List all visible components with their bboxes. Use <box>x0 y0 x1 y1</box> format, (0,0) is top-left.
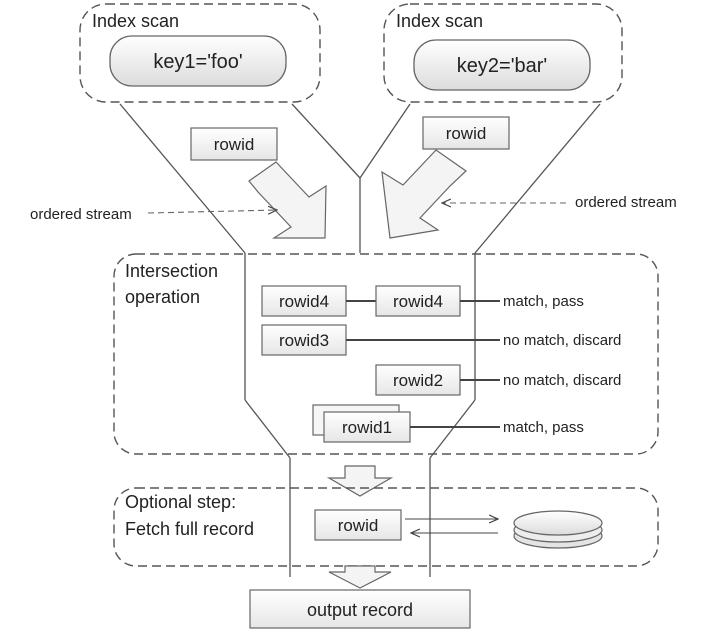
stream-left: rowid ordered stream <box>30 127 327 239</box>
stream-right-rowid-box <box>422 116 510 150</box>
fetch-rowid-box <box>314 509 402 541</box>
key2-pill <box>413 39 591 91</box>
row3-result: no match, discard <box>503 372 621 389</box>
down-arrow-to-fetch <box>326 465 394 497</box>
intersection-operation: Intersection operation rowid4 rowid4 mat… <box>113 253 659 455</box>
key1-label: key1='foo' <box>153 51 242 73</box>
funnel-middle-right <box>359 103 411 179</box>
funnel-right-outer <box>474 103 601 254</box>
intersection-row-4: rowid1 match, pass <box>312 404 584 443</box>
key2-label: key2='bar' <box>457 55 547 77</box>
stream-right-rowid-label: rowid <box>446 124 487 143</box>
fetch-title-line1: Optional step: <box>125 492 236 512</box>
output-record-label: output record <box>307 600 413 620</box>
database-icon <box>513 510 603 549</box>
intersection-title-line2: operation <box>125 287 200 307</box>
output-record-box <box>249 589 471 629</box>
row4-result: match, pass <box>503 419 584 436</box>
down-arrow-to-output <box>328 565 392 589</box>
fetch-frame <box>113 487 659 567</box>
stream-left-rowid-box <box>190 127 278 161</box>
row1-left-label: rowid4 <box>279 292 329 311</box>
stream-right-arrow <box>381 149 467 239</box>
intersection-row-1: rowid4 rowid4 match, pass <box>261 285 584 317</box>
stream-left-label: ordered stream <box>30 206 132 223</box>
key1-pill <box>109 35 287 87</box>
funnel-right-lower <box>429 399 476 459</box>
funnel-left-outer <box>119 103 246 254</box>
intersection-frame <box>113 253 659 455</box>
funnel-middle-left <box>291 103 361 179</box>
stream-right: rowid ordered stream <box>381 116 677 239</box>
stream-left-arrow <box>248 161 327 239</box>
fetch-step: Optional step: Fetch full record rowid <box>113 487 659 567</box>
index-scan-right-title: Index scan <box>396 11 483 31</box>
stream-left-rowid-label: rowid <box>214 135 255 154</box>
row2-left-label: rowid3 <box>279 331 329 350</box>
row3-right-label: rowid2 <box>393 371 443 390</box>
stream-left-pointer <box>147 210 277 213</box>
row3-right-box <box>375 364 461 396</box>
stream-right-label: ordered stream <box>575 194 677 211</box>
funnel-lines <box>119 103 601 577</box>
index-scan-right-frame <box>383 3 623 103</box>
index-scan-left: Index scan key1='foo' <box>79 3 321 103</box>
row1-result: match, pass <box>503 293 584 310</box>
fetch-title-line2: Fetch full record <box>125 519 254 539</box>
row4-label: rowid1 <box>342 418 392 437</box>
index-scan-right: Index scan key2='bar' <box>383 3 623 103</box>
row1-right-label: rowid4 <box>393 292 443 311</box>
index-scan-left-title: Index scan <box>92 11 179 31</box>
intersection-row-3: rowid2 no match, discard <box>375 364 621 396</box>
output-record: output record <box>249 589 471 629</box>
row2-result: no match, discard <box>503 332 621 349</box>
fetch-rowid-label: rowid <box>338 516 379 535</box>
index-scan-left-frame <box>79 3 321 103</box>
funnel-left-lower <box>244 399 291 459</box>
intersection-row-2: rowid3 no match, discard <box>261 324 621 356</box>
intersection-title-line1: Intersection <box>125 261 218 281</box>
row2-left-box <box>261 324 347 356</box>
